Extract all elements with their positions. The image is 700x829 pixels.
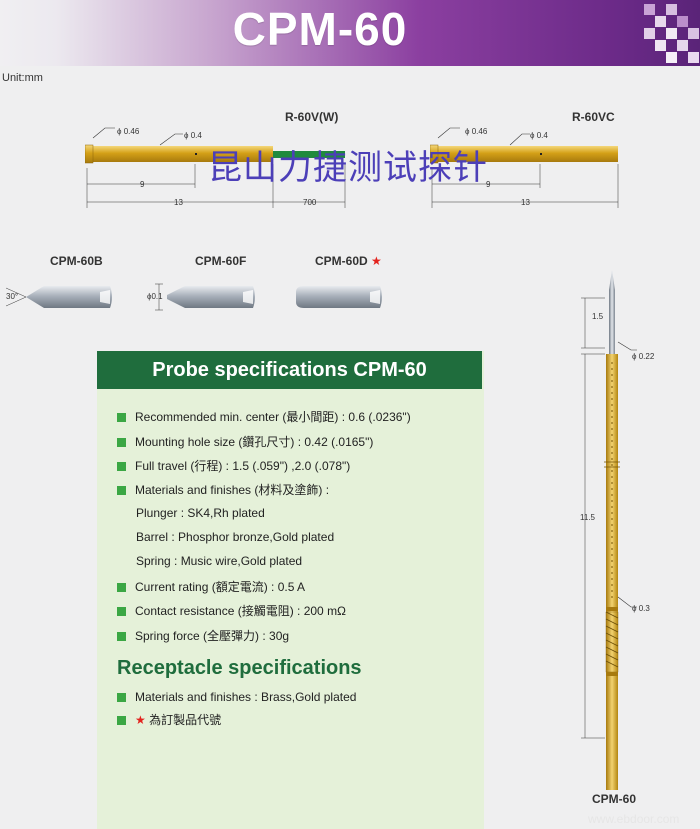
spec-item: Materials and finishes (材料及塗飾) : <box>117 481 329 498</box>
receptacle-2-drawing <box>430 127 619 208</box>
spec-item: Recommended min. center (最小間距) : 0.6 (.0… <box>117 408 411 425</box>
pin-dia-2: ϕ 0.3 <box>632 604 650 613</box>
receptacle-1-drawing <box>85 127 346 208</box>
material-item: Spring : Music wire,Gold plated <box>136 554 303 568</box>
tip-b-name: CPM-60B <box>50 254 103 268</box>
receptacle-1-inner-dia: ϕ 0.4 <box>184 131 202 140</box>
pin-length: 11.5 <box>580 513 595 522</box>
receptacle-1-len-b: 13 <box>174 198 183 207</box>
tip-b-drawing <box>5 286 112 308</box>
receptacle-2-name: R-60VC <box>572 110 615 124</box>
probe-spec-title: Probe specifications CPM-60 <box>97 351 482 389</box>
header-banner: CPM-60 <box>0 0 700 66</box>
receptacle-1-len-a: 9 <box>140 180 145 189</box>
receptacle-1-name: R-60V(W) <box>285 110 339 124</box>
spec-item: Spring force (全壓彈力) : 30g <box>117 627 289 644</box>
unit-label: Unit:mm <box>2 72 43 84</box>
tip-f-name: CPM-60F <box>195 254 247 268</box>
decorative-squares <box>636 0 700 66</box>
spec-panel <box>97 351 484 829</box>
page-title: CPM-60 <box>232 3 408 55</box>
pin-label: CPM-60 <box>592 792 637 806</box>
receptacle-2-len-b: 13 <box>521 198 530 207</box>
receptacle-2-inner-dia: ϕ 0.4 <box>530 131 548 140</box>
spec-item: Current rating (額定電流) : 0.5 A <box>117 578 305 595</box>
spec-item: Full travel (行程) : 1.5 (.059") ,2.0 (.07… <box>117 457 350 474</box>
receptacle-spec-item: Materials and finishes : Brass,Gold plat… <box>117 690 356 704</box>
star-icon: ★ <box>371 254 382 268</box>
receptacle-spec-title: Receptacle specifications <box>117 657 362 679</box>
receptacle-2-outer-dia: ϕ 0.46 <box>465 127 488 136</box>
star-icon: ★ <box>135 713 146 727</box>
tip-f-drawing <box>155 283 255 311</box>
tip-d-drawing <box>296 286 382 308</box>
pin-tip-length: 1.5 <box>592 312 604 321</box>
pin-dia-1: ϕ 0.22 <box>632 352 655 361</box>
tip-f-dim: ϕ0.1 <box>147 292 163 301</box>
tip-b-angle: 30° <box>6 292 19 301</box>
spec-item: Contact resistance (接觸電阻) : 200 mΩ <box>117 602 346 619</box>
footer-url[interactable]: www.ebdoor.com <box>588 812 680 826</box>
receptacle-2-len-a: 9 <box>486 180 491 189</box>
tip-d-name: CPM-60D ★ <box>315 254 382 268</box>
material-item: Plunger : SK4,Rh plated <box>136 506 265 520</box>
receptacle-1-outer-dia: ϕ 0.46 <box>117 127 140 136</box>
spec-item: Mounting hole size (鑽孔尺寸) : 0.42 (.0165"… <box>117 433 373 450</box>
receptacle-note: ★ 為訂製品代號 <box>117 711 221 728</box>
material-item: Barrel : Phosphor bronze,Gold plated <box>136 530 335 544</box>
probe-pin-drawing <box>581 270 637 790</box>
receptacle-1-len-c: 700 <box>303 198 317 207</box>
watermark: 昆山力捷测试探针 <box>208 148 488 188</box>
